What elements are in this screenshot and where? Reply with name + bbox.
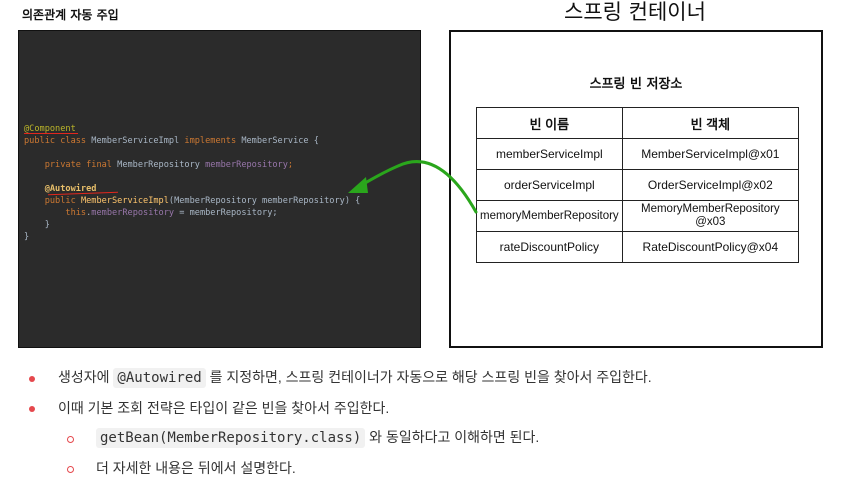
code-field: memberRepository <box>91 208 175 218</box>
code-dot: . <box>86 208 92 218</box>
bean-object-cell: RateDiscountPolicy@x04 <box>621 231 800 263</box>
bean-store-title: 스프링 빈 저장소 <box>589 77 683 92</box>
code-semicolon: ; <box>287 160 294 170</box>
table-row: memberServiceImpl MemberServiceImpl@x01 <box>476 138 800 170</box>
code-brace: } <box>24 232 30 242</box>
injection-arrowhead <box>348 177 368 193</box>
left-title: 의존관계 자동 주입 <box>22 8 119 22</box>
code-this: this <box>65 208 87 218</box>
note-subitem: getBean(MemberRepository.class) 와 동일하다고 … <box>96 427 540 448</box>
code-type: MemberRepository <box>111 160 206 170</box>
autowired-annotation: @Autowired <box>44 184 97 194</box>
bean-table: 빈 이름 빈 객체 memberServiceImpl MemberServic… <box>476 107 800 263</box>
code-interface: MemberService { <box>236 136 319 146</box>
code-keyword: private final <box>44 160 112 170</box>
code-block: @Component public class MemberServiceImp… <box>24 123 360 243</box>
bean-object-cell: OrderServiceImpl@x02 <box>621 169 800 201</box>
container-title: 스프링 컨테이너 <box>564 0 706 24</box>
inline-code: @Autowired <box>113 368 206 388</box>
inline-code: getBean(MemberRepository.class) <box>96 428 366 448</box>
component-annotation: @Component <box>24 124 76 134</box>
note-item: 이때 기본 조회 전략은 타입이 같은 빈을 찾아서 주입한다. <box>58 400 390 416</box>
table-row: orderServiceImpl OrderServiceImpl@x02 <box>476 169 800 201</box>
sub-bullet-ring <box>67 466 74 473</box>
code-keyword: public class <box>24 136 87 146</box>
code-brace: } <box>44 220 50 230</box>
note-text: 와 동일하다고 이해하면 된다. <box>365 429 540 445</box>
spring-container-box: 스프링 빈 저장소 빈 이름 빈 객체 memberServiceImpl Me… <box>449 30 823 348</box>
code-field: memberRepository <box>205 160 288 170</box>
injection-arrow-path <box>358 160 478 214</box>
table-row: memoryMemberRepository MemoryMemberRepos… <box>476 200 800 232</box>
code-keyword: implements <box>184 136 237 146</box>
note-text: 를 지정하면, 스프링 컨테이너가 자동으로 해당 스프링 빈을 찾아서 주입한… <box>205 369 652 385</box>
component-underline <box>24 133 78 135</box>
note-item: 생성자에 @Autowired 를 지정하면, 스프링 컨테이너가 자동으로 해… <box>58 367 652 388</box>
table-row: rateDiscountPolicy RateDiscountPolicy@x0… <box>476 231 800 263</box>
code-assignment: = memberRepository; <box>174 208 278 218</box>
constructor-params: (MemberRepository memberRepository) { <box>168 196 361 206</box>
bullet-dot <box>29 376 35 382</box>
bean-object-cell: MemoryMemberRepository @x03 <box>621 200 800 232</box>
bean-name-cell: orderServiceImpl <box>476 169 623 201</box>
code-panel: @Component public class MemberServiceImp… <box>18 30 421 348</box>
sub-bullet-ring <box>67 436 74 443</box>
bean-name-cell: rateDiscountPolicy <box>476 231 623 263</box>
code-keyword: public <box>44 196 76 206</box>
code-class-name: MemberServiceImpl <box>86 136 185 146</box>
bean-name-cell: memberServiceImpl <box>476 138 623 170</box>
constructor-name: MemberServiceImpl <box>80 196 169 206</box>
bullet-dot <box>29 406 35 412</box>
note-text: 생성자에 <box>58 369 114 385</box>
note-subitem: 더 자세한 내용은 뒤에서 설명한다. <box>96 460 296 476</box>
bean-object-cell: MemberServiceImpl@x01 <box>621 138 800 170</box>
